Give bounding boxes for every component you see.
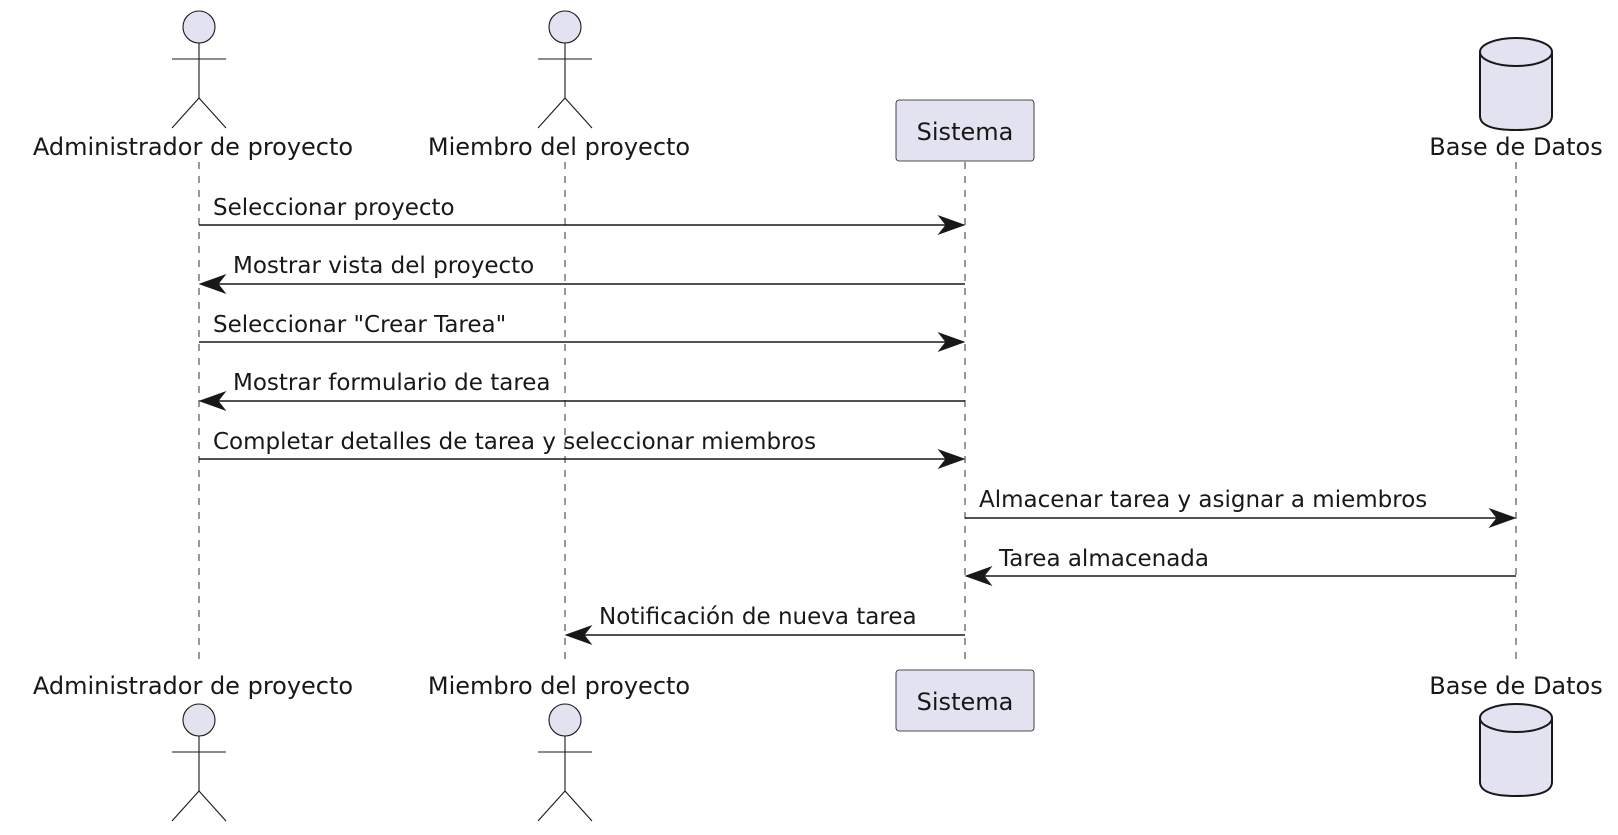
arrowhead-icon — [937, 448, 966, 470]
participant-label: Sistema — [917, 118, 1014, 146]
message-7: Tarea almacenada — [964, 546, 1516, 587]
message-2: Mostrar vista del proyecto — [198, 253, 965, 295]
message-8: Notificación de nueva tarea — [564, 604, 965, 646]
message-label: Mostrar vista del proyecto — [233, 253, 534, 279]
participant-label: Miembro del proyecto — [428, 133, 690, 161]
message-label: Tarea almacenada — [998, 546, 1209, 572]
message-4: Mostrar formulario de tarea — [198, 370, 965, 412]
actor-icon — [537, 703, 593, 822]
message-1: Seleccionar proyecto — [199, 195, 966, 236]
actor-icon — [171, 10, 227, 129]
database-icon — [1479, 703, 1553, 798]
arrowhead-icon — [1488, 507, 1517, 529]
arrowhead-icon — [564, 624, 593, 646]
message-label: Mostrar formulario de tarea — [233, 370, 551, 396]
message-6: Almacenar tarea y asignar a miembros — [965, 487, 1517, 529]
actor-icon — [537, 10, 593, 129]
participant-system-top: Sistema — [895, 99, 1035, 162]
arrowhead-icon — [937, 331, 966, 353]
actor-member-bottom: Miembro del proyecto — [428, 672, 690, 822]
message-5: Completar detalles de tarea y selecciona… — [199, 429, 966, 470]
arrowhead-icon — [937, 214, 966, 236]
participant-label: Sistema — [917, 688, 1014, 716]
participant-label: Base de Datos — [1429, 672, 1602, 700]
actor-icon — [171, 703, 227, 822]
arrowhead-icon — [198, 390, 227, 412]
message-label: Seleccionar proyecto — [213, 195, 455, 221]
database-db-top: Base de Datos — [1429, 37, 1603, 161]
message-3: Seleccionar "Crear Tarea" — [199, 312, 966, 353]
actor-admin-top: Administrador de proyecto — [33, 10, 353, 161]
participant-system-bottom: Sistema — [895, 669, 1035, 732]
message-label: Almacenar tarea y asignar a miembros — [979, 487, 1427, 513]
message-label: Seleccionar "Crear Tarea" — [213, 312, 506, 338]
participant-label: Administrador de proyecto — [33, 133, 353, 161]
actor-admin-bottom: Administrador de proyecto — [33, 672, 353, 822]
participant-box — [895, 669, 1035, 732]
participant-label: Base de Datos — [1429, 133, 1602, 161]
participant-label: Miembro del proyecto — [428, 672, 690, 700]
participant-box — [895, 99, 1035, 162]
database-db-bottom: Base de Datos — [1429, 672, 1603, 798]
message-label: Completar detalles de tarea y selecciona… — [213, 429, 816, 455]
arrowhead-icon — [198, 273, 227, 295]
arrowhead-icon — [964, 565, 993, 587]
message-label: Notificación de nueva tarea — [599, 604, 917, 630]
database-icon — [1479, 37, 1553, 132]
actor-member-top: Miembro del proyecto — [428, 10, 690, 161]
participant-label: Administrador de proyecto — [33, 672, 353, 700]
